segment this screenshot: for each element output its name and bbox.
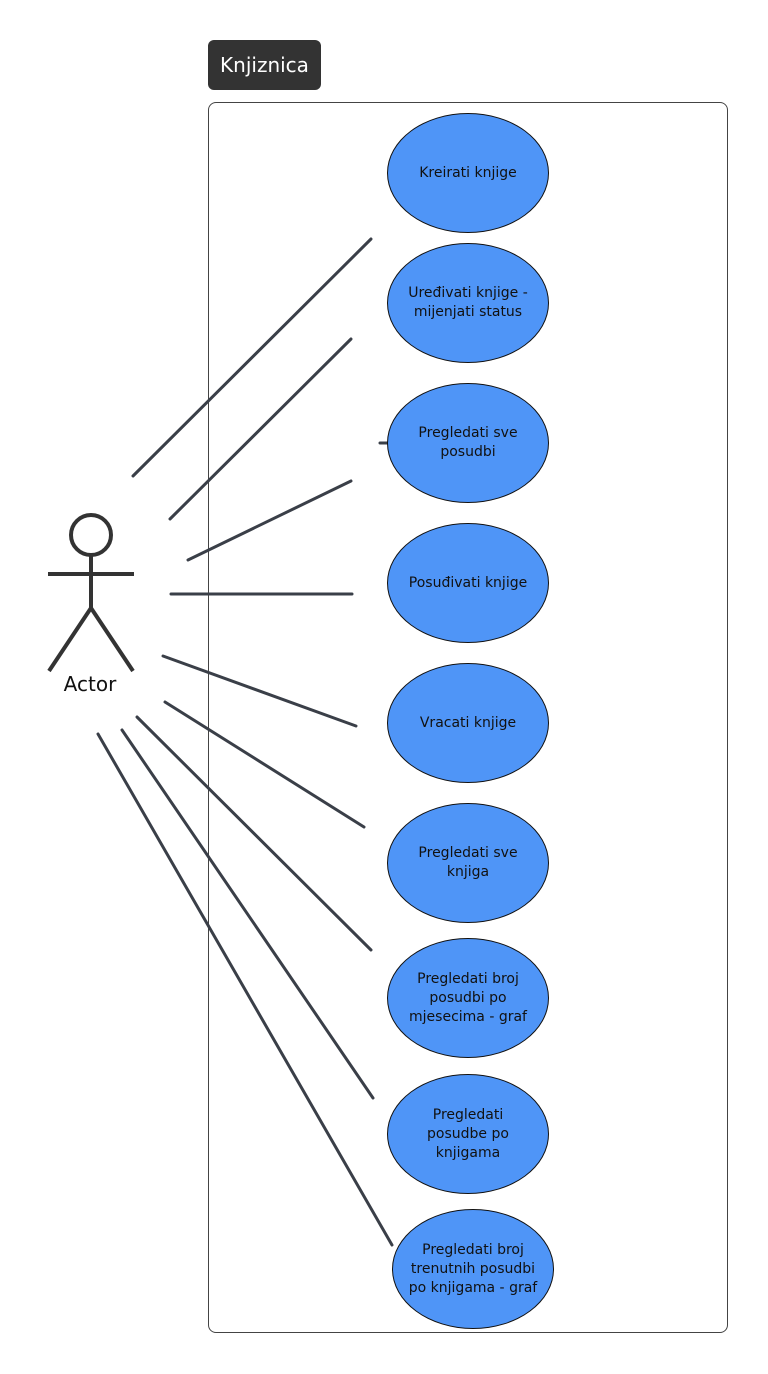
use-case-label: Pregledati posudbe po knjigama xyxy=(427,1106,509,1161)
use-case-pregledati-sve-knjiga: Pregledati sve knjiga xyxy=(387,803,549,923)
use-case-vracati-knjige: Vracati knjige xyxy=(387,663,549,783)
use-case-pregledati-sve-posudbi: Pregledati sve posudbi xyxy=(387,383,549,503)
association-line xyxy=(96,732,394,1247)
association-line xyxy=(120,728,375,1100)
use-case-label: Vracati knjige xyxy=(419,714,517,731)
system-title-text: Knjiznica xyxy=(220,53,309,77)
use-case-pregledati-broj-posudbi-graf: Pregledati broj posudbi po mjesecima - g… xyxy=(387,938,549,1058)
actor-head xyxy=(69,513,113,557)
use-case-label: Uređivati knjige - mijenjati status xyxy=(408,285,528,320)
use-case-label: Pregledati sve knjiga xyxy=(418,845,518,880)
use-case-pregledati-posudbe-po-knjigama: Pregledati posudbe po knjigama xyxy=(387,1074,549,1194)
association-line xyxy=(131,237,373,478)
actor-left-leg xyxy=(47,606,93,673)
use-case-pregledati-broj-trenutnih-posudbi-graf: Pregledati broj trenutnih posudbi po knj… xyxy=(392,1209,554,1329)
use-case-label: Posuđivati knjige xyxy=(408,574,528,591)
system-boundary xyxy=(208,102,728,1333)
association-line xyxy=(161,654,358,728)
association-line xyxy=(135,715,373,952)
actor-right-leg xyxy=(89,606,135,673)
use-case-label: Pregledati broj trenutnih posudbi po knj… xyxy=(408,1241,538,1296)
use-case-kreirati-knjige: Kreirati knjige xyxy=(387,113,549,233)
use-case-label: Pregledati sve posudbi xyxy=(418,425,518,460)
system-title: Knjiznica xyxy=(208,40,321,90)
association-line xyxy=(163,700,366,829)
use-case-uredivati-knjige: Uređivati knjige - mijenjati status xyxy=(387,243,549,363)
actor-label: Actor xyxy=(63,672,117,696)
use-case-label: Kreirati knjige xyxy=(419,164,517,181)
association-line xyxy=(168,337,353,521)
use-case-posudivati-knjige: Posuđivati knjige xyxy=(387,523,549,643)
association-line xyxy=(186,479,353,562)
actor-figure xyxy=(47,513,135,673)
use-case-label: Pregledati broj posudbi po mjesecima - g… xyxy=(409,970,527,1025)
